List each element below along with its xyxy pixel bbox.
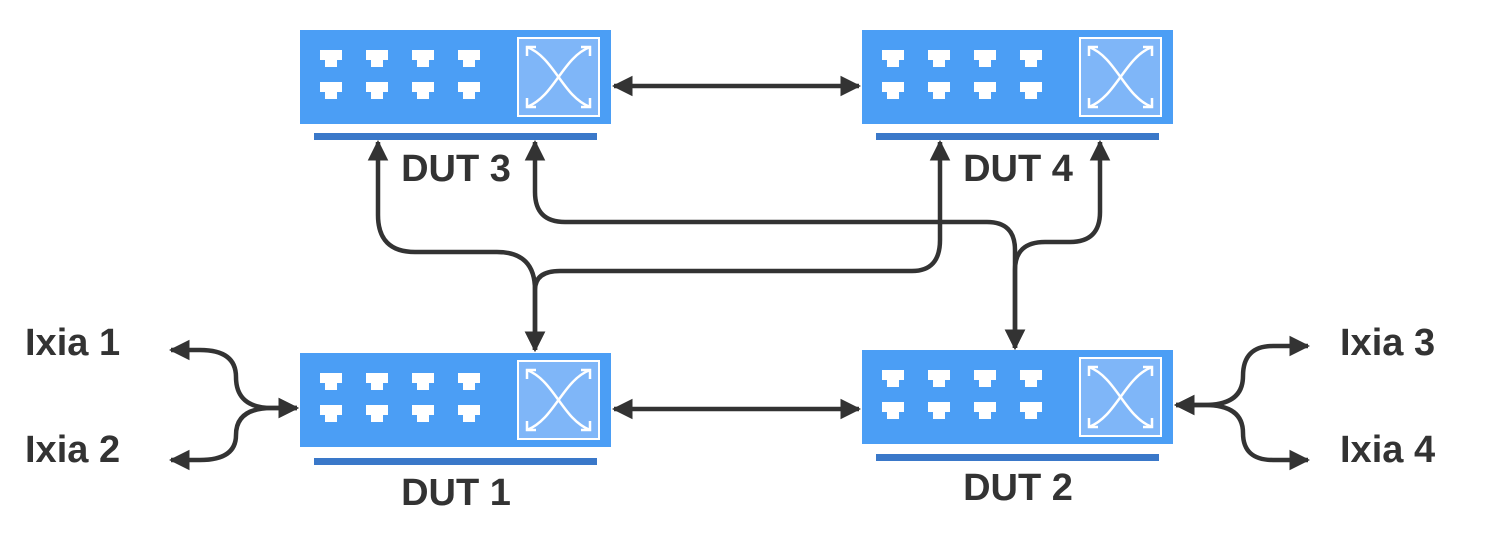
link-dut1-dut4 [524,139,951,353]
ethernet-port-icon [1020,402,1042,419]
ethernet-port-icon [882,370,904,387]
switch-base [314,458,597,465]
ethernet-port-icon [974,82,996,99]
dut2-label: DUT 2 [963,467,1073,509]
crossbar-arrows-icon [1079,37,1162,117]
dut4-network-switch-icon [862,30,1173,140]
ethernet-port-icon [1020,82,1042,99]
ethernet-port-icon [320,82,342,99]
link-dut2-dut3 [524,139,1026,351]
ixia1-label: Ixia 1 [25,322,120,364]
ethernet-port-icon [366,373,388,390]
dut1-label: DUT 1 [401,472,511,514]
ethernet-port-icon [882,402,904,419]
dut4-label: DUT 4 [963,148,1073,190]
link-dut1-ixia2 [168,397,300,471]
ixia2-label: Ixia 2 [25,429,120,471]
dut1-network-switch-icon [300,353,611,465]
ethernet-port-icon [458,373,480,390]
ethernet-port-icon [412,50,434,67]
ethernet-port-icon [320,50,342,67]
ethernet-port-icon [882,82,904,99]
ixia3-label: Ixia 3 [1340,322,1435,364]
ethernet-port-icon [412,405,434,422]
ethernet-port-icon [320,405,342,422]
link-dut2-ixia3 [1173,335,1311,416]
ethernet-port-icon [458,50,480,67]
ethernet-port-icon [928,82,950,99]
ethernet-port-icon [1020,50,1042,67]
switch-base [876,454,1159,461]
dut3-network-switch-icon [300,30,611,140]
link-dut1-ixia1 [168,339,300,419]
ethernet-port-icon [882,50,904,67]
ethernet-port-icon [366,405,388,422]
ethernet-port-icon [412,373,434,390]
ethernet-port-icon [974,402,996,419]
ethernet-port-icon [366,50,388,67]
links-layer [168,75,1311,471]
ethernet-port-icon [928,402,950,419]
ethernet-port-icon [928,370,950,387]
ethernet-port-icon [974,50,996,67]
link-dut2-dut4 [1004,139,1111,351]
ethernet-port-icon [1020,370,1042,387]
devices-layer [300,30,1173,465]
ethernet-port-icon [928,50,950,67]
ethernet-port-icon [320,373,342,390]
switch-base [876,133,1159,140]
dut3-label: DUT 3 [401,148,511,190]
crossbar-arrows-icon [517,37,600,117]
ethernet-port-icon [412,82,434,99]
link-dut2-ixia4 [1173,394,1311,471]
ethernet-port-icon [458,82,480,99]
ixia4-label: Ixia 4 [1340,429,1435,471]
ethernet-port-icon [458,405,480,422]
switch-base [314,133,597,140]
ethernet-port-icon [366,82,388,99]
crossbar-arrows-icon [1079,357,1162,437]
crossbar-arrows-icon [517,360,600,440]
dut2-network-switch-icon [862,350,1173,461]
ethernet-port-icon [974,370,996,387]
